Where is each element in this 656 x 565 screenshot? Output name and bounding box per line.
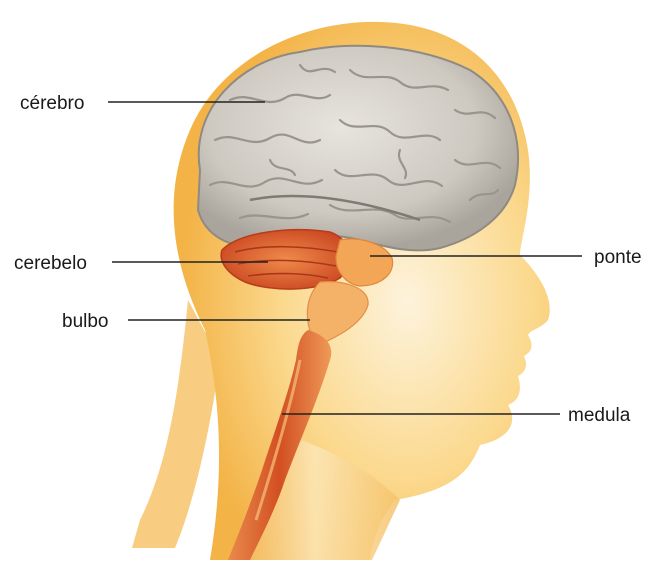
- label-cerebro: cérebro: [20, 93, 84, 114]
- cerebellum: [221, 230, 350, 289]
- label-ponte: ponte: [594, 247, 642, 268]
- cerebrum: [198, 46, 518, 251]
- cerebellum-shape: [221, 230, 350, 289]
- label-cerebelo: cerebelo: [14, 253, 87, 274]
- label-medula: medula: [568, 405, 631, 426]
- label-bulbo: bulbo: [62, 311, 109, 332]
